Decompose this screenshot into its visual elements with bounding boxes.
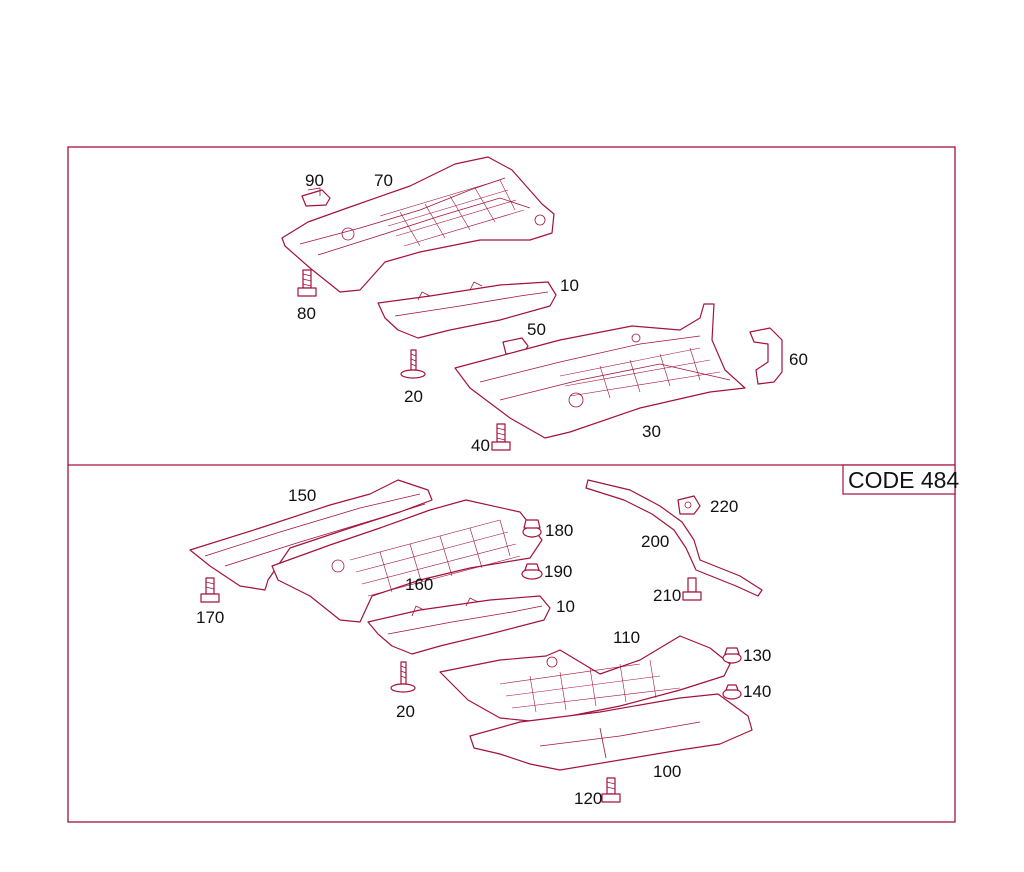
label-20-upper: 20: [404, 387, 423, 406]
label-180: 180: [545, 521, 573, 540]
label-210: 210: [653, 586, 681, 605]
label-40: 40: [471, 436, 490, 455]
part-190-grommet: [521, 563, 543, 580]
label-20-lower: 20: [396, 702, 415, 721]
part-30-underbody-panel: [454, 303, 746, 439]
part-100-underbody-panel: [469, 693, 753, 771]
part-180-grommet: [522, 519, 542, 538]
part-80-screw: [297, 269, 317, 297]
label-160: 160: [405, 575, 433, 594]
label-90: 90: [305, 171, 324, 190]
part-170-screw: [200, 577, 220, 603]
label-220: 220: [710, 497, 738, 516]
part-220-nut: [677, 495, 701, 515]
label-200: 200: [641, 532, 669, 551]
part-200-strut: [585, 479, 763, 597]
label-30: 30: [642, 422, 661, 441]
part-160-underbody-panel: [271, 499, 543, 623]
part-90-clip: [301, 187, 331, 207]
part-60-bracket: [749, 327, 783, 385]
part-150-underbody-panel: [189, 479, 433, 591]
part-120-screw: [601, 777, 621, 803]
label-130: 130: [743, 646, 771, 665]
part-40-screw: [491, 423, 511, 451]
label-80: 80: [297, 304, 316, 323]
label-100: 100: [653, 762, 681, 781]
part-140-grommet: [722, 684, 742, 700]
label-60: 60: [789, 350, 808, 369]
label-110: 110: [613, 628, 640, 647]
label-70: 70: [374, 171, 393, 190]
part-210-screw: [682, 577, 702, 601]
code-box: CODE 484: [842, 464, 959, 495]
label-10-lower: 10: [556, 597, 575, 616]
part-10-cover-upper: [377, 281, 557, 339]
part-10-cover-lower: [367, 595, 551, 655]
label-190: 190: [544, 562, 572, 581]
part-20-bolt-lower: [390, 661, 416, 693]
label-150: 150: [288, 486, 316, 505]
code-label: CODE 484: [848, 467, 959, 493]
diagram-frame: [67, 146, 956, 823]
label-50: 50: [527, 320, 546, 339]
part-70-underbody-panel: [281, 156, 555, 293]
part-20-bolt-upper: [400, 349, 426, 379]
label-170: 170: [196, 608, 224, 627]
label-140: 140: [743, 682, 771, 701]
label-120: 120: [574, 789, 602, 808]
part-130-grommet: [722, 647, 742, 664]
label-10-upper: 10: [560, 276, 579, 295]
